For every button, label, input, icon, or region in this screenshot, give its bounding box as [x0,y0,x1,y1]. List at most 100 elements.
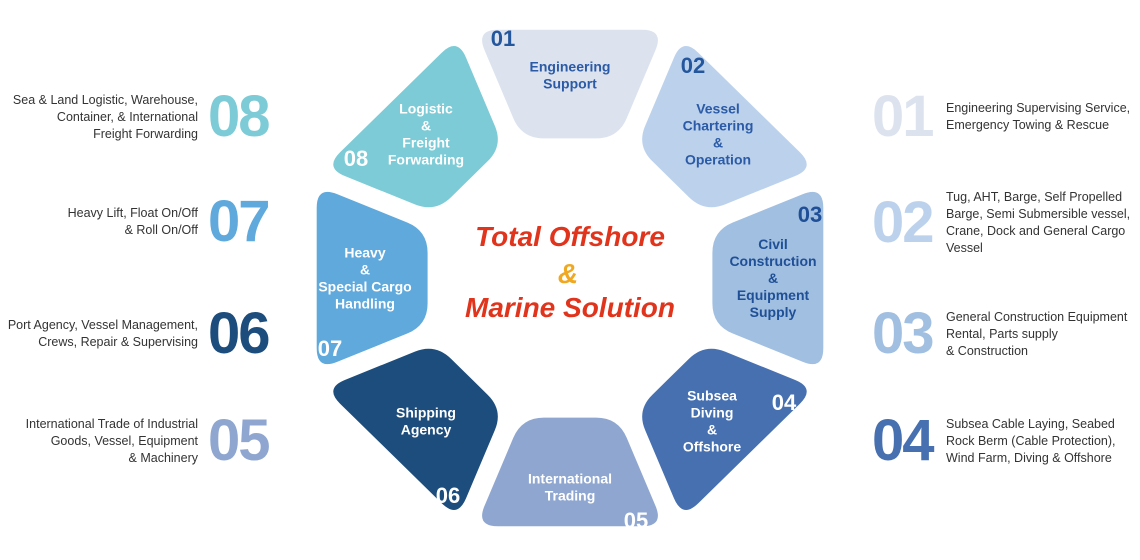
segment-label-line: Engineering [530,59,611,75]
segment-number: 06 [436,483,460,508]
segment-number: 03 [798,202,822,227]
item-description-line: & Roll On/Off [124,223,198,237]
segment-label-line: Forwarding [388,152,464,168]
item-description-line: Wind Farm, Diving & Offshore [946,450,1112,465]
item-description-line: Sea & Land Logistic, Warehouse, [12,92,198,107]
item-description: Sea & Land Logistic, Warehouse, Container… [0,92,198,143]
item-description-line: Port Agency, Vessel Management, [7,318,198,332]
item-description-line: International Trade of Industrial [25,416,198,431]
item-number: 03 [872,301,935,366]
item-description: Engineering Supervising Service, Emergenc… [946,100,1140,134]
item-description-line: Rental, Parts supply [946,326,1058,341]
segment-shape [712,191,824,365]
center-title-line1: Total Offshore [475,221,665,252]
segment-label-line: Special Cargo [318,279,411,295]
center-title: Total Offshore & Marine Solution [465,221,675,323]
segment-label-line: & [707,422,717,438]
segment-label-line: Agency [401,422,452,438]
segment-shape [482,29,658,139]
item-description-line: Rock Berm (Cable Protection), [946,433,1116,448]
segment-label-line: Construction [729,253,816,269]
item-description-line: Emergency Towing & Rescue [946,118,1110,132]
item-description-line: & Machinery [128,450,198,465]
item-description-line: Container, & International [56,109,198,124]
segment-label-line: International [528,471,612,487]
segment-label-line: Vessel [696,101,740,117]
segment-shape [482,417,658,527]
segment-number: 08 [344,146,368,171]
segment-shape [333,348,498,510]
segment-label-line: Heavy [344,245,385,261]
item-description-line: Freight Forwarding [93,126,198,141]
segment-number: 07 [318,336,342,361]
item-description-line: & Construction [946,343,1028,358]
item-number: 04 [872,408,935,473]
item-number: 07 [208,189,270,254]
segment-label-line: Supply [750,304,797,320]
segment-shape [642,348,807,510]
segment-label-line: Chartering [683,118,754,134]
item-description-line: Crews, Repair & Supervising [38,335,198,349]
segment-label-line: Freight [402,135,450,151]
item-description: Port Agency, Vessel Management, Crews, Re… [0,317,198,351]
left-item-07: Heavy Lift, Float On/Off & Roll On/Off 07 [0,189,271,254]
center-title-ampersand: & [558,258,578,289]
item-number: 08 [208,84,270,149]
segment-label-line: & [768,270,778,286]
left-item-08: Sea & Land Logistic, Warehouse, Container… [0,84,271,149]
segment-label-line: Operation [685,152,751,168]
segment-label-line: Logistic [399,101,453,117]
segment-label-line: & [713,135,723,151]
item-description-line: Engineering Supervising Service, [946,101,1131,115]
item-description-line: General Construction Equipment [946,309,1128,324]
segment-label-line: Trading [545,488,596,504]
item-description-line: Heavy Lift, Float On/Off [67,206,198,220]
segment-label-line: Offshore [683,439,742,455]
segment-label-line: Diving [691,405,734,421]
segment-number: 02 [681,53,705,78]
segment-label-line: Support [543,76,597,92]
segment-shape [642,46,807,208]
segment-label-line: Handling [335,296,395,312]
item-description: Heavy Lift, Float On/Off & Roll On/Off [0,205,198,239]
item-number: 01 [872,84,935,149]
segment-shape [333,46,498,208]
item-number: 06 [208,301,270,366]
item-number: 02 [872,190,935,255]
item-description-line: Tug, AHT, Barge, Self Propelled [946,190,1123,204]
segment-shape [316,191,428,365]
segment-number: 01 [491,26,515,51]
segment-label-line: Shipping [396,405,456,421]
item-description-line: Vessel [946,241,983,255]
item-description-line: Barge, Semi Submersible vessel, [946,207,1131,221]
item-description-line: Crane, Dock and General Cargo [946,224,1126,238]
segment-label-line: Subsea [687,388,737,404]
segment-label-line: Civil [758,236,788,252]
segment-number: 04 [772,390,797,415]
segment-number: 05 [624,508,648,533]
center-title-line2: Marine Solution [465,292,675,323]
item-description-line: Goods, Vessel, Equipment [50,433,198,448]
segment-label-line: Equipment [737,287,810,303]
segment-label-line: & [360,262,370,278]
item-number: 05 [208,408,270,473]
segment-label-line: & [421,118,431,134]
